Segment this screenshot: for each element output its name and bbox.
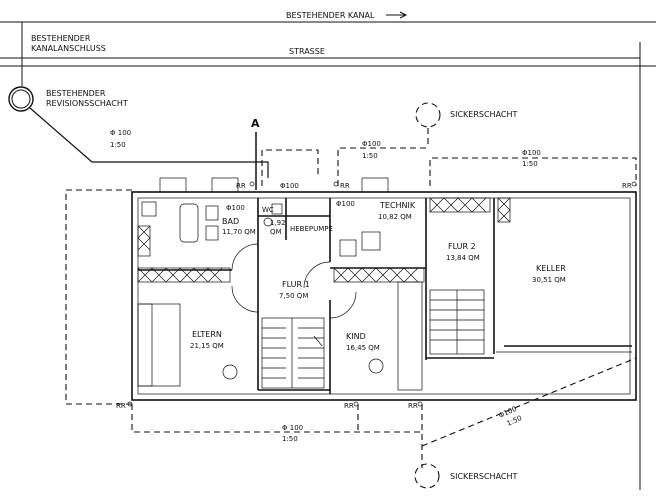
bathtub-icon (179, 203, 199, 243)
sink-1-icon (205, 205, 219, 221)
vent-3 (361, 177, 389, 193)
pipe-7-dia: Φ100 (226, 204, 245, 212)
pipe-3-slope: 1:50 (522, 160, 538, 168)
rr-5: RR (344, 402, 354, 410)
rain-pipe-left (65, 189, 132, 405)
pipe-5-slope: 1:50 (282, 435, 298, 443)
shower-icon (141, 201, 157, 217)
room-flur2-name: FLUR 2 (448, 242, 476, 251)
sicker-shaft-top-icon (415, 102, 441, 128)
kanal-label: BESTEHENDER KANAL (286, 11, 375, 20)
sink-2-icon (205, 225, 219, 241)
building-outline (131, 191, 637, 401)
room-wc-name: WC (262, 206, 274, 214)
pipe-2-slope: 1:50 (362, 152, 378, 160)
room-kind-name: KIND (346, 332, 366, 341)
vent-2 (211, 177, 239, 193)
room-technik-area: 10,82 QM (378, 213, 412, 221)
rr-2: RR (340, 182, 350, 190)
rr-6: RR (408, 402, 418, 410)
door-swing-flur (303, 261, 331, 289)
wc-sink-icon (271, 203, 283, 215)
bed-eltern-icon (137, 303, 181, 387)
door-swing-kind (329, 291, 357, 319)
technik-unit-icon (361, 231, 381, 251)
insulation-strip-mid (137, 267, 425, 283)
room-keller-area: 30,51 QM (532, 276, 566, 284)
sicker-label-bottom: SICKERSCHACHT (450, 472, 517, 481)
rr-4: RR (116, 402, 126, 410)
pipe-1-slope: 1:50 (110, 141, 126, 149)
rr-point-4 (127, 401, 133, 407)
bed-headboard (137, 303, 153, 387)
revision-label-2: REVISIONSSCHACHT (46, 99, 128, 108)
pipe-2-dia: Φ100 (362, 140, 381, 148)
rr-point-2 (333, 181, 339, 187)
revision-shaft-icon (8, 86, 34, 112)
rr-point-6 (417, 401, 423, 407)
building-inner-wall (137, 197, 631, 395)
pipe-8-dia: Φ100 (336, 200, 355, 208)
anschluss-label-2: KANALANSCHLUSS (31, 44, 106, 53)
pipe-6-dia: Φ100 (280, 182, 299, 190)
rr-3: RR (622, 182, 632, 190)
rain-pipe-top (261, 149, 319, 186)
room-keller-name: KELLER (536, 264, 566, 273)
room-flur2-area: 13,84 QM (446, 254, 480, 262)
flow-arrow-icon (386, 11, 408, 19)
room-kind-area: 16,45 QM (346, 344, 380, 352)
staircase-flur1 (261, 317, 325, 389)
section-mark: A (251, 117, 260, 130)
insulation-strip-left (137, 225, 151, 257)
anschluss-label-1: BESTEHENDER (31, 34, 91, 43)
toilet-icon (263, 217, 273, 227)
room-hebepumpe-name: HEBEPUMPE (290, 225, 333, 233)
room-wc-unit: QM (270, 228, 282, 236)
pipe-5-dia: Φ 100 (282, 424, 303, 432)
room-wc-area: 1,92 (270, 219, 286, 227)
staircase-flur2 (429, 289, 485, 355)
rain-pipe-a (337, 147, 430, 186)
lamp-kind-icon (368, 358, 384, 374)
room-flur1-name: FLUR 1 (282, 280, 310, 289)
door-swing-eltern (231, 285, 259, 313)
pipe-1-dia: Φ 100 (110, 129, 131, 137)
insulation-strip-flur2 (429, 197, 511, 223)
room-flur1-area: 7,50 QM (279, 292, 308, 300)
wardrobe-kind-icon (397, 281, 423, 391)
lamp-eltern-icon (222, 364, 238, 380)
pipe-3-dia: Φ100 (522, 149, 541, 157)
room-bad-area: 11,70 QM (222, 228, 256, 236)
boiler-icon (339, 239, 357, 257)
door-swing-bad (231, 243, 259, 271)
rain-pipe-bottom (131, 404, 422, 433)
rain-pipe-right (429, 157, 637, 186)
rr-point-3 (631, 181, 637, 187)
revision-shaft-inner (11, 89, 31, 109)
sicker-shaft-bottom-icon (414, 463, 440, 489)
rr-point-1 (249, 181, 255, 187)
sicker-label-top: SICKERSCHACHT (450, 110, 517, 119)
room-eltern-area: 21,15 QM (190, 342, 224, 350)
main-drain-line (29, 107, 269, 178)
room-technik-name: TECHNIK (379, 201, 416, 210)
rr-point-5 (353, 401, 359, 407)
room-bad-name: BAD (222, 217, 239, 226)
strasse-label: STRASSE (289, 47, 325, 56)
rain-pipe-diagonal (421, 357, 637, 447)
rr-1: RR (236, 182, 246, 190)
vent-1 (159, 177, 187, 193)
room-eltern-name: ELTERN (192, 330, 222, 339)
revision-label-1: BESTEHENDER (46, 89, 106, 98)
